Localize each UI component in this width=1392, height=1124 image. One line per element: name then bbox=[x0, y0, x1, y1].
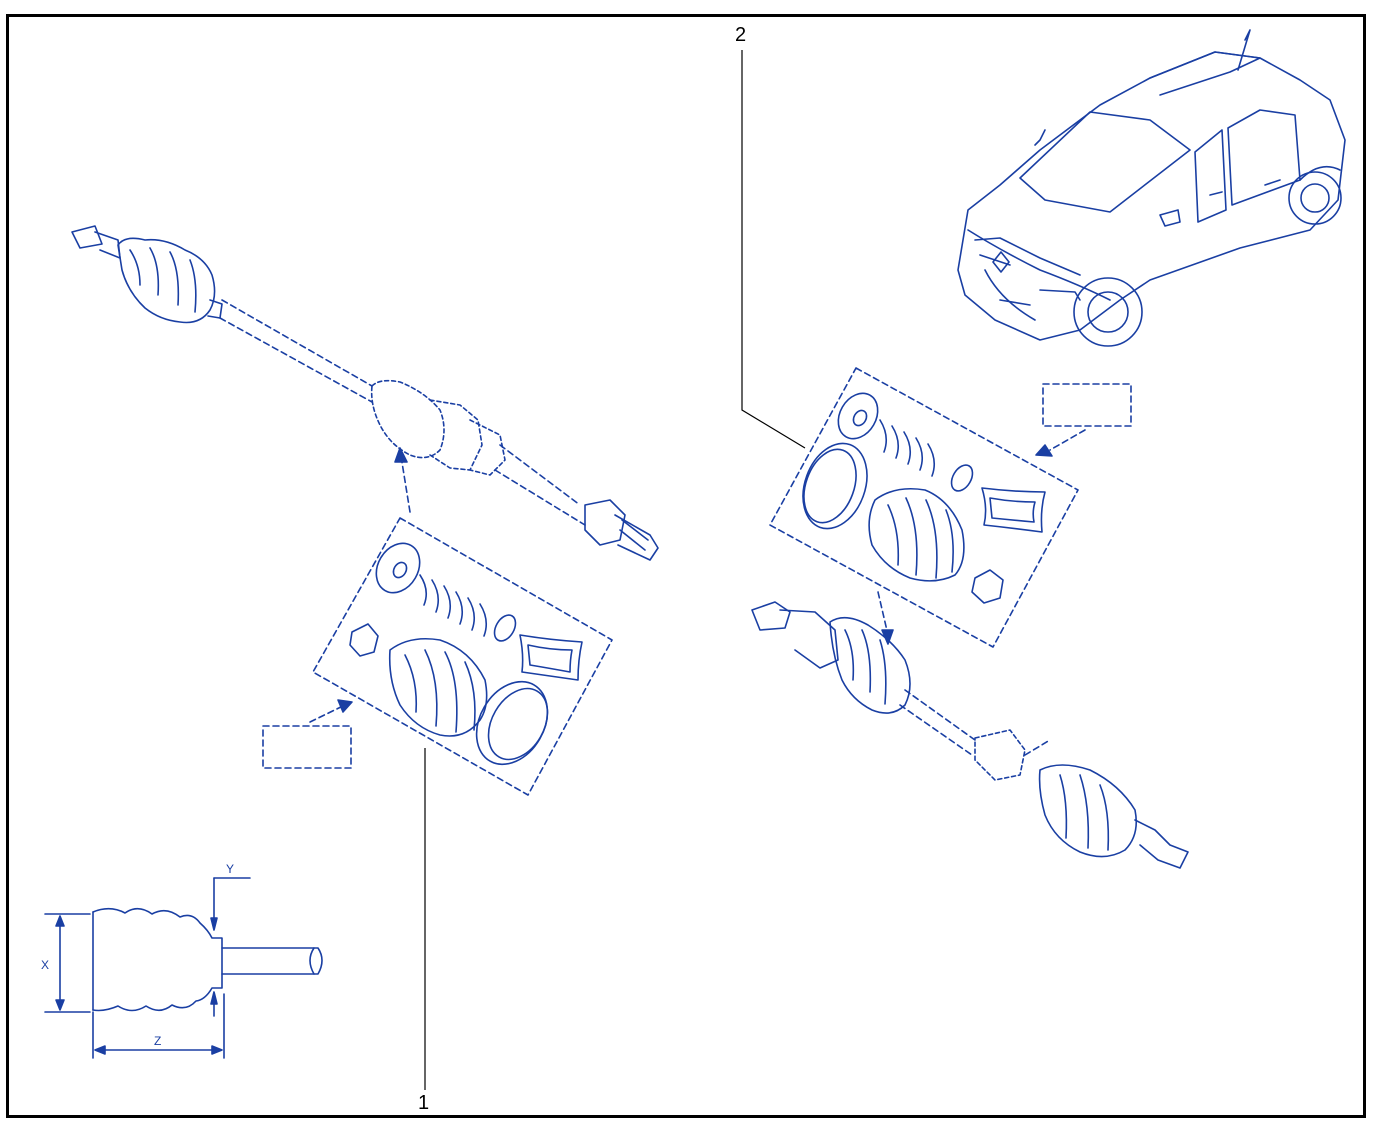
leader-line-2 bbox=[741, 50, 806, 449]
dimension-label-x: X bbox=[41, 958, 50, 972]
diagram-frame bbox=[6, 14, 1366, 1118]
dimension-label-y: Y bbox=[226, 862, 235, 876]
left-driveshaft bbox=[71, 225, 659, 561]
callout-number-1: 1 bbox=[418, 1092, 430, 1114]
repair-kit-1 bbox=[262, 447, 613, 796]
boot-dimension-detail bbox=[44, 877, 323, 1059]
dimension-label-z: Z bbox=[154, 1034, 162, 1048]
repair-kit-2 bbox=[769, 367, 1132, 648]
car-illustration bbox=[957, 29, 1346, 347]
callout-number-2: 2 bbox=[735, 24, 747, 46]
right-driveshaft bbox=[751, 601, 1189, 869]
